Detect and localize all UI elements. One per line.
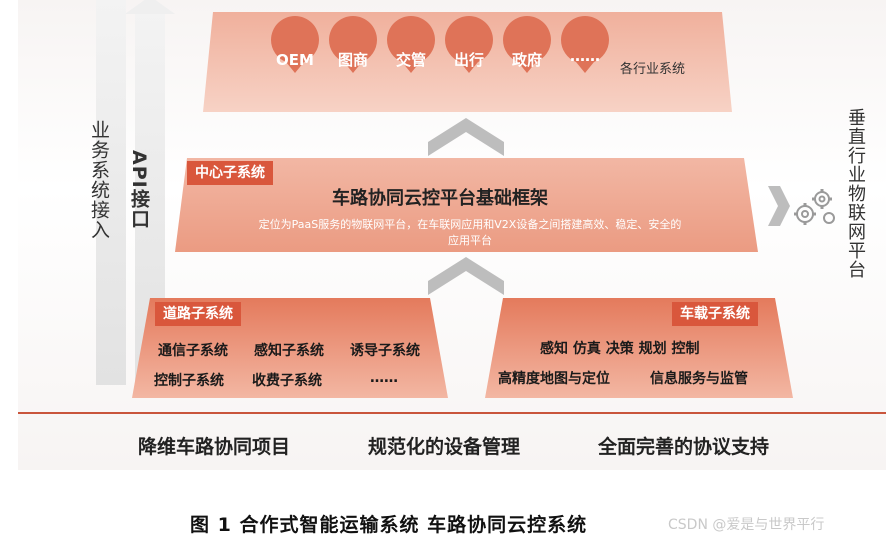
road-item-toll: 收费子系统 xyxy=(252,373,322,389)
bottom-item-protocol-support: 全面完善的协议支持 xyxy=(598,436,770,458)
gears-icon xyxy=(794,189,835,225)
vehicle-functions: 感知 仿真 决策 规划 控制 xyxy=(540,341,700,357)
road-item-more: …… xyxy=(370,370,398,386)
road-item-control: 控制子系统 xyxy=(154,373,224,389)
platform-description-line2: 应用平台 xyxy=(448,234,492,247)
pin-oem: OEM xyxy=(276,51,314,69)
vehicle-subsystem-tag: 车载子系统 xyxy=(672,302,758,326)
vertical-platform-label: 垂直行业物联网平台 xyxy=(845,108,866,279)
pin-government: 政府 xyxy=(511,51,542,69)
figure-caption: 图 1 合作式智能运输系统 车路协同云控系统 xyxy=(190,514,588,536)
platform-title: 车路协同云控平台基础框架 xyxy=(332,188,548,209)
road-subsystem-tag: 道路子系统 xyxy=(155,302,241,326)
vehicle-item-info-service: 信息服务与监管 xyxy=(650,371,748,387)
pin-traffic-control: 交管 xyxy=(395,51,426,69)
bottom-item-device-management: 规范化的设备管理 xyxy=(368,436,521,458)
right-chevron-icon xyxy=(768,186,790,226)
pin-mobility: 出行 xyxy=(453,51,484,69)
platform-description-line1: 定位为PaaS服务的物联网平台，在车联网应用和V2X设备之间搭建高效、稳定、安全… xyxy=(258,218,682,231)
up-chevron-icon xyxy=(428,257,504,295)
bottom-item-dimensionality: 降维车路协同项目 xyxy=(138,436,291,458)
api-arrow xyxy=(125,0,175,385)
business-access-arrow xyxy=(96,0,126,385)
business-access-label: 业务系统接入 xyxy=(88,120,110,240)
pin-more: …… xyxy=(570,47,600,65)
watermark: CSDN @爱是与世界平行 xyxy=(668,517,825,533)
up-chevron-icon xyxy=(428,118,504,156)
road-item-communication: 通信子系统 xyxy=(158,343,228,359)
vehicle-item-hd-map: 高精度地图与定位 xyxy=(498,371,610,387)
api-interface-label: API接口 xyxy=(128,150,150,229)
pin-shapes xyxy=(271,16,609,73)
industry-systems-label: 各行业系统 xyxy=(620,62,686,77)
center-platform-band xyxy=(175,158,758,252)
center-subsystem-tag: 中心子系统 xyxy=(187,161,273,185)
road-item-guidance: 诱导子系统 xyxy=(350,343,420,359)
road-item-perception: 感知子系统 xyxy=(254,343,324,359)
pin-map-provider: 图商 xyxy=(337,51,368,69)
